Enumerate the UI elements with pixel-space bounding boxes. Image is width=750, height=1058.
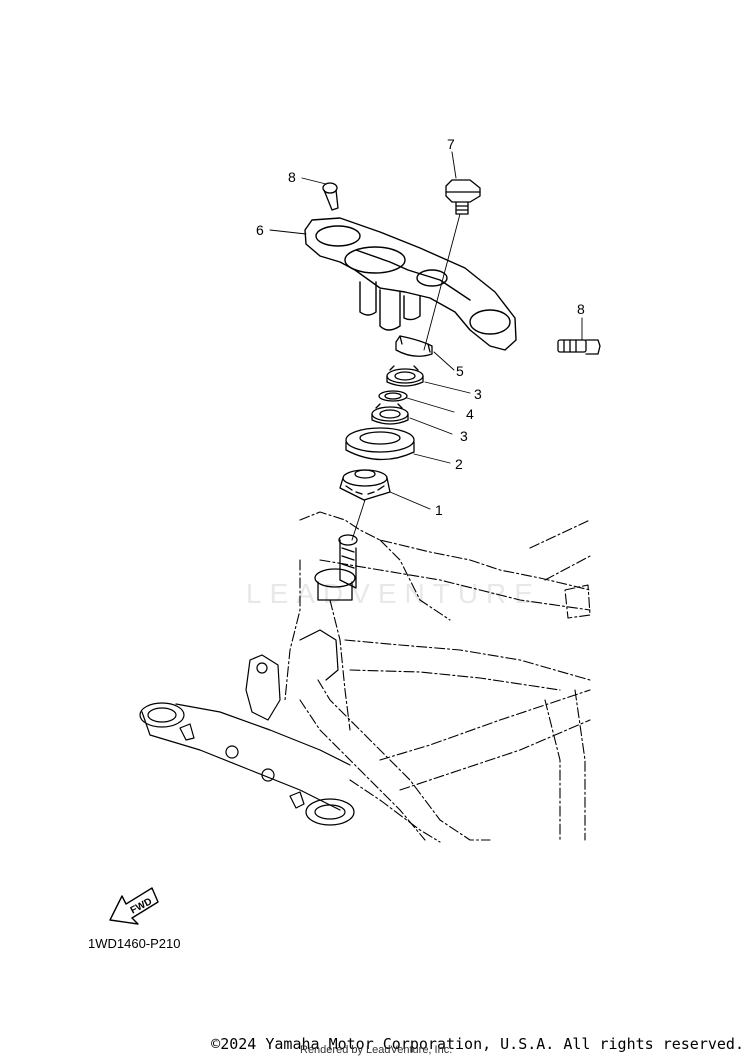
- diagram-code: 1WD1460-P210: [88, 936, 181, 951]
- watermark-text: LEADVENTURE: [246, 578, 541, 609]
- part-washer: [378, 390, 408, 402]
- leader-lines: [269, 151, 583, 541]
- part-lock-washer: [395, 335, 433, 357]
- callout-6: 6: [256, 222, 264, 238]
- steering-stem: [314, 534, 358, 601]
- part-stem-bolt: [445, 179, 481, 215]
- callout-3-lower: 3: [460, 428, 468, 444]
- rendered-by-text: Rendered by LeadVenture, Inc.: [300, 1044, 453, 1056]
- callout-2: 2: [455, 456, 463, 472]
- part-upper-bracket: [304, 217, 517, 351]
- callout-4: 4: [466, 406, 474, 422]
- fwd-arrow-icon: [109, 887, 159, 925]
- part-ring-nut-upper: [386, 365, 424, 387]
- part-pinch-bolt-right: [557, 339, 601, 355]
- part-ring-nut-lower: [371, 403, 409, 425]
- frame-outline: [284, 511, 593, 843]
- part-bearing: [339, 469, 391, 501]
- part-pinch-bolt-upper: [322, 182, 339, 211]
- callout-7: 7: [447, 136, 455, 152]
- callout-8-upper: 8: [288, 169, 296, 185]
- callout-3-upper: 3: [474, 386, 482, 402]
- callout-1: 1: [435, 502, 443, 518]
- callout-5: 5: [456, 363, 464, 379]
- lower-bracket: [139, 629, 355, 826]
- callout-8-right: 8: [577, 301, 585, 317]
- copyright-text: ©2024 Yamaha Motor Corporation, U.S.A. A…: [211, 1035, 744, 1053]
- part-seal: [345, 427, 415, 461]
